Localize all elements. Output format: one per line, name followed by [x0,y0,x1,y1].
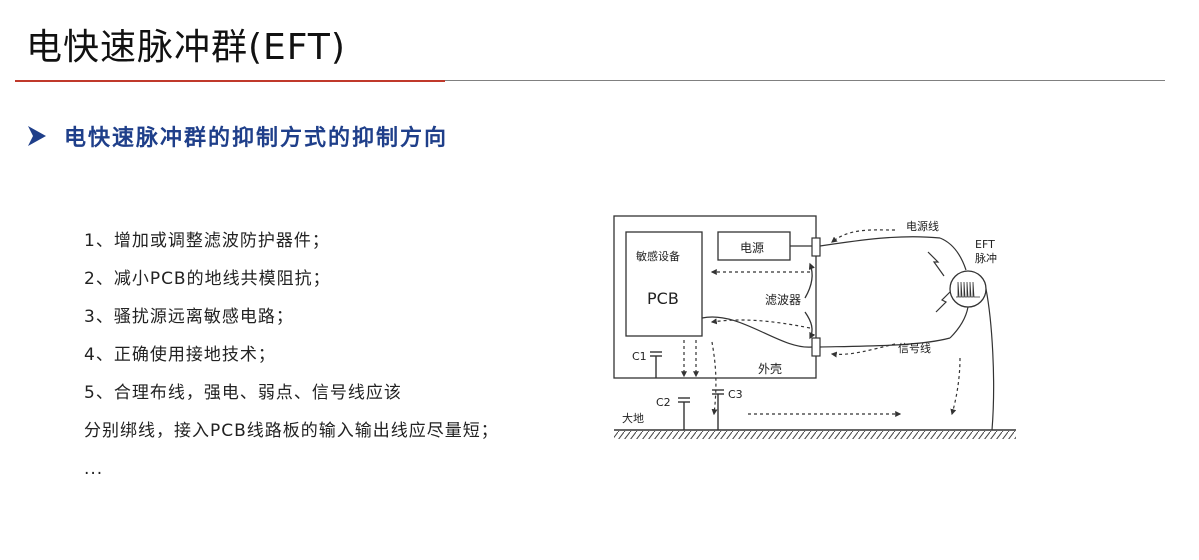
page-title: 电快速脉冲群(EFT) [26,27,346,68]
list-item: 1、增加或调整滤波防护器件； [84,231,330,251]
list-item: 2、减小PCB的地线共模阻抗； [84,269,331,289]
c2-label: C2 [656,396,671,409]
list-item: 3、骚扰源远离敏感电路； [84,307,294,327]
arrow-bullet-icon [28,126,46,146]
enclosure-label: 外壳 [758,362,782,376]
title-divider [15,80,1165,83]
ground-hatch [614,431,1016,439]
power-line-label: 电源线 [906,219,939,233]
power-label: 电源 [740,241,764,255]
c1-label: C1 [632,350,647,363]
eft-generator [949,270,987,308]
signal-connector [811,337,821,357]
list-item: 分别绑线，接入PCB线路板的输入输出线应尽量短； [84,421,499,441]
power-connector [811,237,821,257]
suppression-list: 1、增加或调整滤波防护器件； 2、减小PCB的地线共模阻抗； 3、骚扰源远离敏感… [84,222,499,488]
title-divider-accent [15,80,445,82]
sensitive-device-label: 敏感设备 [636,249,680,263]
pulse-burst-icon [956,281,980,298]
ground-label: 大地 [622,411,644,425]
list-item: 4、正确使用接地技术； [84,345,276,365]
filter-label: 滤波器 [765,293,801,307]
signal-line-label: 信号线 [898,341,931,355]
pcb-label: PCB [647,289,679,308]
list-item: ... [84,459,104,479]
title-divider-line [445,80,1165,81]
enclosure-box [613,215,817,379]
eft-coupling-diagram: 敏感设备 PCB 电源 滤波器 外壳 EFT 脉冲 电源线 信号线 [613,215,1016,439]
eft-label: EFT [975,238,995,251]
c3-label: C3 [728,388,743,401]
pulse-label: 脉冲 [975,251,997,265]
section-heading-text: 电快速脉冲群的抑制方式的抑制方向 [64,126,449,151]
list-item: 5、合理布线，强电、弱点、信号线应该 [84,383,402,403]
pcb-box [625,231,703,337]
section-heading: 电快速脉冲群的抑制方式的抑制方向 [26,120,448,152]
